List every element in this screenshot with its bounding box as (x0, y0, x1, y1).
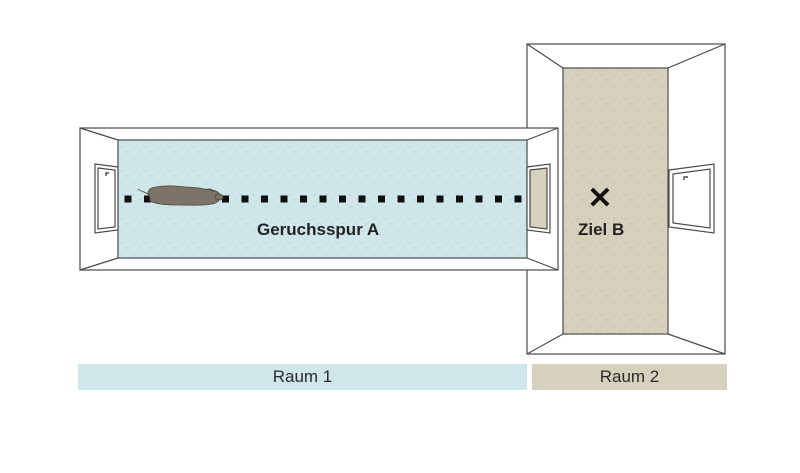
room-2-perspective-lines (526, 43, 726, 355)
goal-marker-icon: ✕ (587, 182, 612, 215)
room-2 (526, 43, 726, 355)
room-1-left-door-handle (105, 172, 109, 176)
dog-icon (137, 185, 224, 206)
trail-dot (300, 195, 307, 203)
trail-dot (280, 195, 288, 203)
scent-trail (124, 195, 522, 203)
trail-dot (319, 195, 327, 203)
trail-dot (456, 195, 463, 203)
goal-label: Ziel B (578, 220, 625, 239)
room-1-left-door (94, 163, 119, 234)
trail-dot (475, 195, 483, 203)
room-2-door-handle (683, 176, 688, 180)
trail-dot (417, 195, 424, 203)
room-2-door (668, 163, 715, 234)
room-1-left-door-panel (97, 167, 116, 230)
trail-dot (241, 195, 249, 203)
room-1-bar: Raum 1 (78, 364, 527, 390)
trail-dot (495, 195, 502, 203)
trail-label: Geruchsspur A (257, 220, 380, 239)
room-2-floor-texture (563, 68, 668, 334)
room-1-perspective-lines (79, 127, 559, 271)
trail-dot (339, 195, 346, 203)
trail-dot (261, 195, 268, 203)
trail-dot (222, 195, 229, 203)
room-2-door-panel (672, 168, 711, 229)
trail-dot (124, 195, 132, 203)
room-1-label: Raum 1 (272, 367, 333, 386)
room-1-right-door-panel (529, 167, 548, 230)
trail-dot (358, 195, 366, 203)
room-2-bar: Raum 2 (532, 364, 727, 390)
trail-dot (397, 195, 405, 203)
trail-dot (144, 195, 151, 203)
trail-dot (436, 195, 444, 203)
trail-dot (514, 195, 522, 203)
trail-dot (378, 195, 385, 203)
room-2-label: Raum 2 (599, 367, 660, 386)
